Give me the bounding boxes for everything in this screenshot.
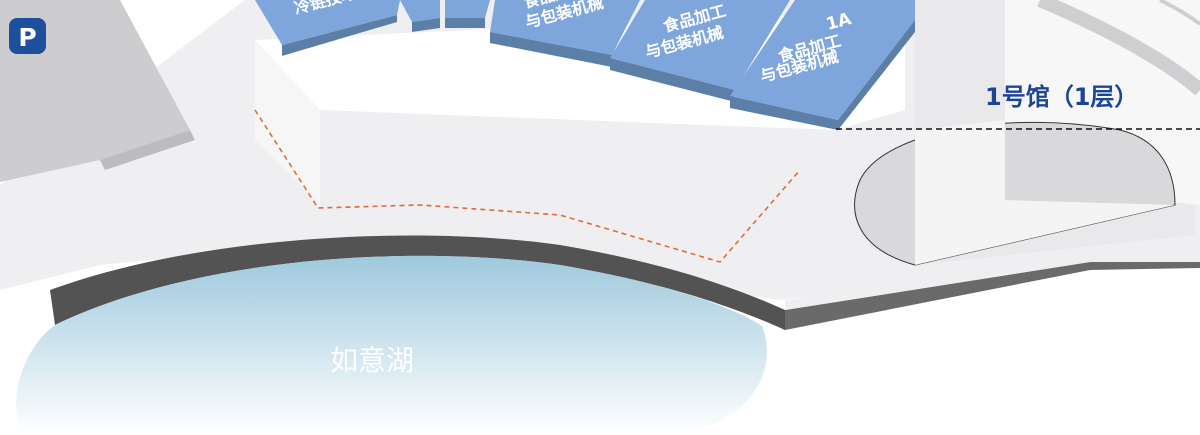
hall-platform-wall	[255, 40, 320, 205]
lake	[16, 255, 767, 435]
parking-label: P	[18, 23, 36, 52]
parking-icon[interactable]: P	[9, 18, 46, 54]
hall-label: 1号馆（1层）	[985, 83, 1138, 111]
lake-wall	[50, 235, 785, 330]
walkway-arc-inner	[1159, 0, 1200, 26]
booth-1a[interactable]	[730, 0, 915, 130]
right-wall-top	[785, 240, 1200, 310]
lake-label: 如意湖	[330, 344, 414, 377]
parking-lot	[0, 0, 190, 182]
booth-c[interactable]	[610, 0, 790, 102]
booth-left[interactable]	[255, 0, 400, 56]
dashed-zone-outline	[254, 109, 801, 263]
dome-front	[915, 120, 1175, 265]
booth-b[interactable]	[490, 0, 640, 67]
booth-small-2	[445, 0, 490, 28]
walkway-arc	[1037, 0, 1200, 96]
booth-small-1	[400, 0, 440, 32]
parking-lot-edge	[100, 130, 195, 170]
